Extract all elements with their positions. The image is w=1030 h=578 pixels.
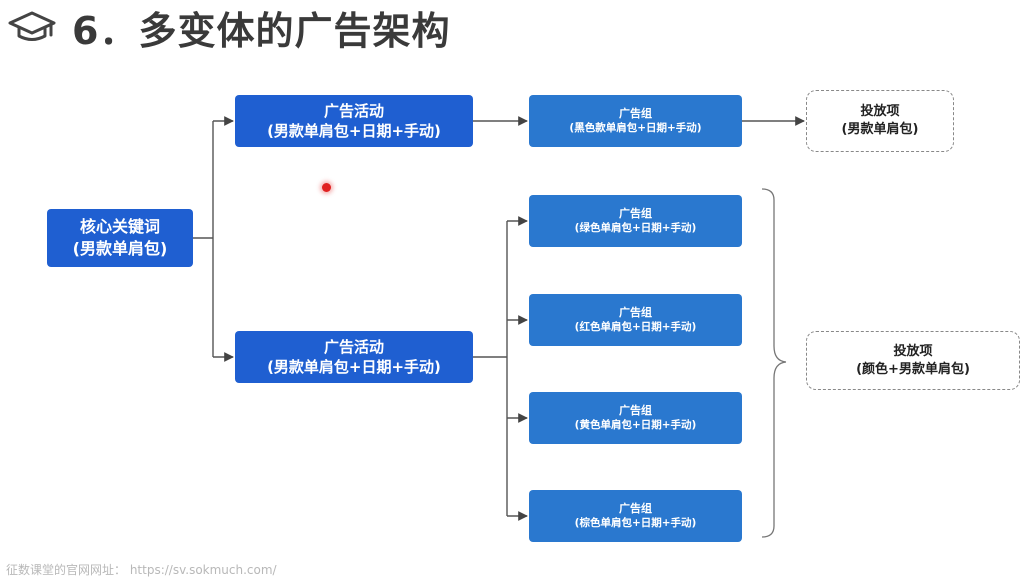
placement-detail: (颜色+男款单肩包): [856, 361, 970, 377]
ad-group-box-red: 广告组 (红色单肩包+日期+手动): [529, 294, 742, 346]
ad-group-label: 广告组: [619, 207, 652, 220]
campaign-detail: (男款单肩包+日期+手动): [267, 122, 441, 140]
ad-group-box-brown: 广告组 (棕色单肩包+日期+手动): [529, 490, 742, 542]
placement-box-2: 投放项 (颜色+男款单肩包): [806, 331, 1020, 390]
ad-group-detail: (红色单肩包+日期+手动): [574, 321, 697, 333]
campaign-label: 广告活动: [323, 338, 384, 356]
placement-box-1: 投放项 (男款单肩包): [806, 90, 954, 152]
ad-group-label: 广告组: [619, 404, 652, 417]
campaign-detail: (男款单肩包+日期+手动): [267, 358, 441, 376]
campaign-label: 广告活动: [323, 102, 384, 120]
core-keyword-detail: (男款单肩包): [72, 239, 168, 258]
placement-detail: (男款单肩包): [841, 122, 919, 137]
page-header: 6．多变体的广告架构: [8, 4, 450, 53]
campaign-box-2: 广告活动 (男款单肩包+日期+手动): [235, 331, 473, 383]
ad-group-detail: (黑色款单肩包+日期+手动): [569, 122, 702, 134]
ad-group-detail: (棕色单肩包+日期+手动): [574, 517, 697, 529]
right-brace: [761, 188, 787, 538]
page-title: 6．多变体的广告架构: [72, 8, 451, 53]
ad-group-label: 广告组: [619, 502, 652, 515]
footer-url: 征数课堂的官网网址： https://sv.sokmuch.com/: [6, 563, 277, 577]
placement-label: 投放项: [860, 104, 900, 119]
ad-group-detail: (黄色单肩包+日期+手动): [574, 419, 697, 431]
graduation-cap-icon: [8, 11, 56, 41]
core-keyword-label: 核心关键词: [79, 217, 160, 236]
campaign-box-1: 广告活动 (男款单肩包+日期+手动): [235, 95, 473, 147]
ad-group-detail: (绿色单肩包+日期+手动): [574, 222, 697, 234]
ad-group-label: 广告组: [619, 306, 652, 319]
ad-group-box-green: 广告组 (绿色单肩包+日期+手动): [529, 195, 742, 247]
ad-group-box-black: 广告组 (黑色款单肩包+日期+手动): [529, 95, 742, 147]
ad-group-label: 广告组: [619, 107, 652, 120]
core-keyword-box: 核心关键词 (男款单肩包): [47, 209, 193, 267]
laser-pointer-dot: [322, 183, 331, 192]
ad-group-box-yellow: 广告组 (黄色单肩包+日期+手动): [529, 392, 742, 444]
placement-label: 投放项: [893, 343, 933, 359]
